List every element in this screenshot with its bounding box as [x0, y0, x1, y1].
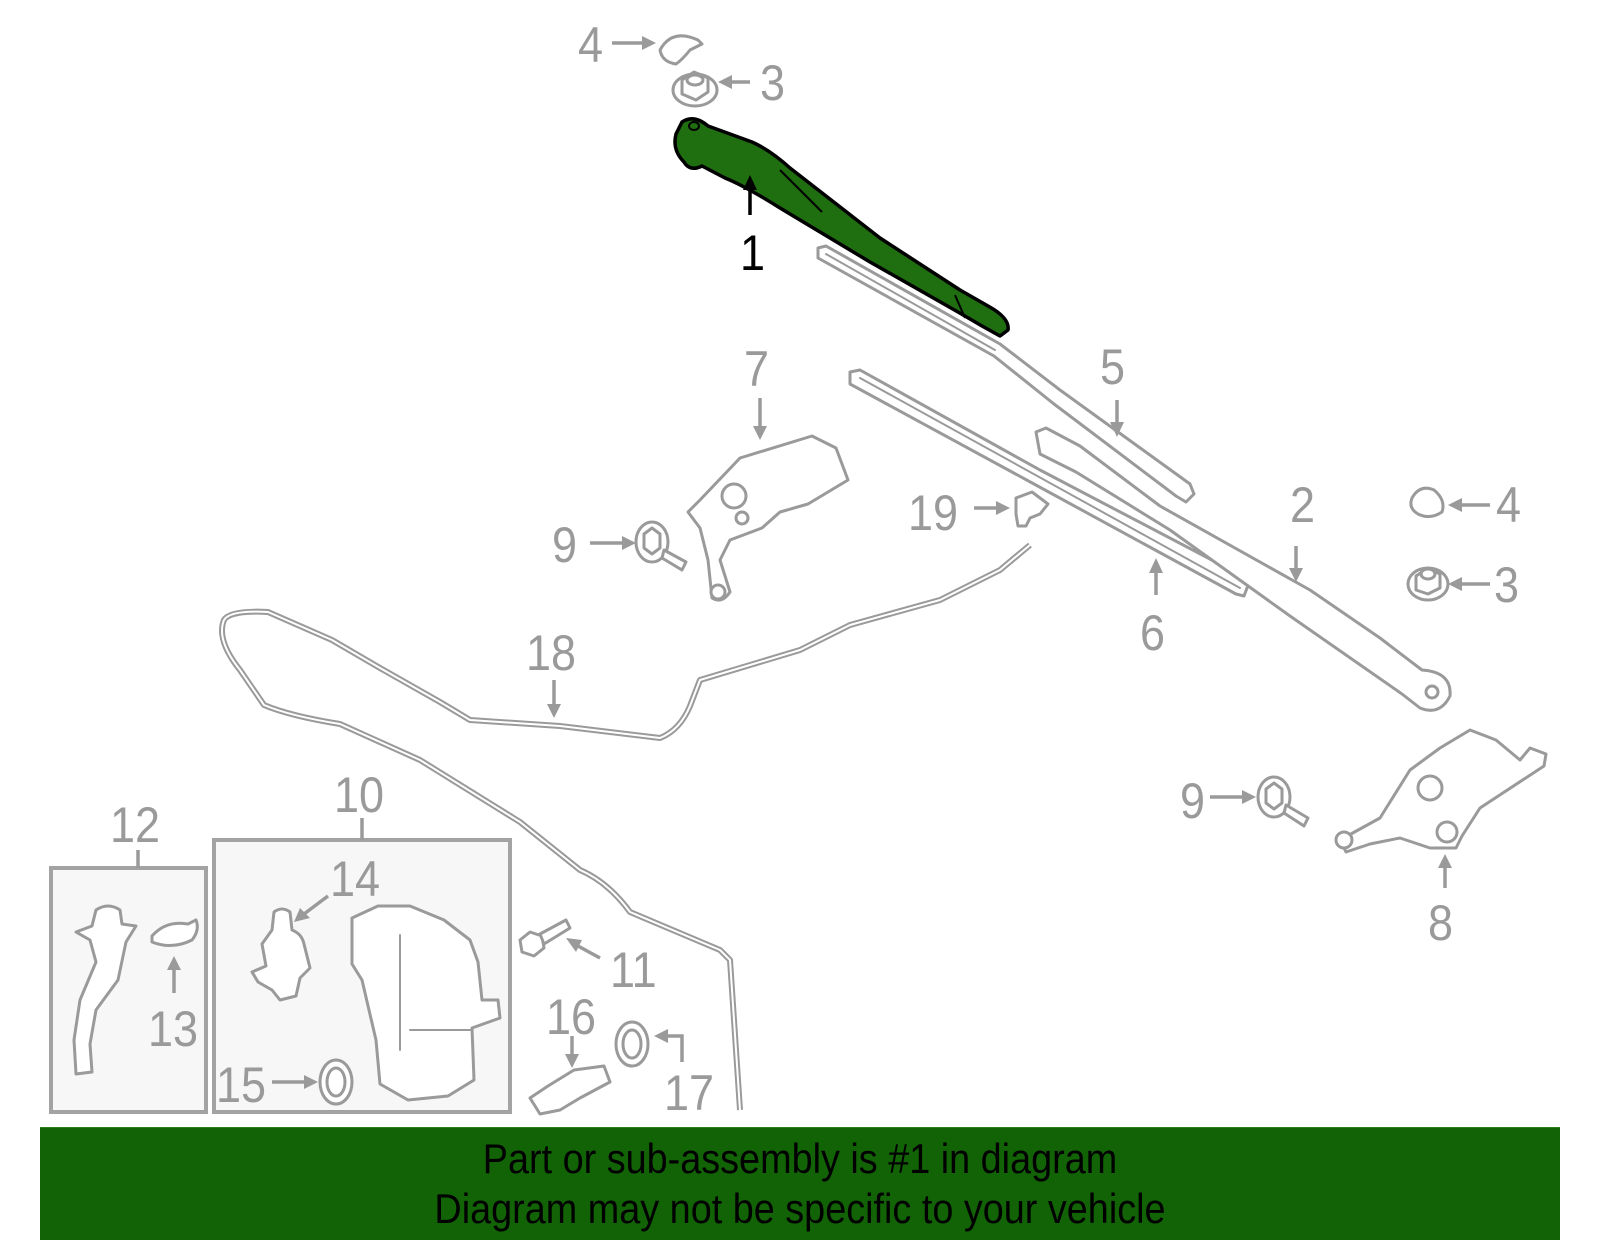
callout-2[interactable]: 2: [1290, 477, 1316, 533]
wiper-blade-6-icon[interactable]: [848, 368, 1252, 598]
washer-hose-icon[interactable]: [219, 542, 1032, 1111]
level-sensor-icon[interactable]: [528, 1064, 612, 1116]
notice-banner: Part or sub-assembly is #1 in diagram Di…: [40, 1127, 1560, 1240]
bolt-icon-right[interactable]: [1256, 775, 1310, 828]
callout-9-right[interactable]: 9: [1180, 773, 1206, 829]
banner-line-part: Part or sub-assembly is #1 in diagram: [482, 1135, 1118, 1182]
callout-12[interactable]: 12: [110, 797, 161, 853]
wiper-blade-5-icon[interactable]: [816, 244, 1196, 504]
nut-cap-icon-right[interactable]: [1409, 486, 1445, 519]
nut-icon[interactable]: [671, 70, 719, 108]
callout-5[interactable]: 5: [1100, 339, 1126, 395]
callout-3-top[interactable]: 3: [760, 55, 786, 111]
callout-10[interactable]: 10: [334, 767, 385, 823]
callout-3-right[interactable]: 3: [1494, 557, 1520, 613]
grommet-icon[interactable]: [318, 1058, 354, 1106]
callout-4-right[interactable]: 4: [1496, 477, 1522, 533]
grommet-icon-17[interactable]: [614, 1020, 650, 1068]
callout-19[interactable]: 19: [908, 485, 959, 541]
box-part-12: [49, 866, 208, 1114]
washer-reservoir-icon[interactable]: [350, 904, 502, 1102]
callout-18[interactable]: 18: [526, 625, 577, 681]
callout-8[interactable]: 8: [1428, 895, 1454, 951]
washer-pump-icon[interactable]: [250, 907, 312, 1002]
callout-17[interactable]: 17: [664, 1065, 715, 1121]
wiper-linkage-motor-icon[interactable]: [1334, 728, 1548, 854]
banner-line-disclaimer: Diagram may not be specific to your vehi…: [434, 1185, 1166, 1232]
nut-cap-icon[interactable]: [658, 34, 704, 66]
nut-icon-right[interactable]: [1406, 566, 1450, 602]
callout-15[interactable]: 15: [216, 1057, 267, 1113]
callout-14[interactable]: 14: [330, 851, 381, 907]
washer-nozzle-icon[interactable]: [1014, 490, 1050, 528]
filler-neck-icon[interactable]: [72, 904, 138, 1076]
callout-9-left[interactable]: 9: [552, 517, 578, 573]
bolt-icon[interactable]: [634, 520, 688, 572]
wiper-arm-2-icon[interactable]: [1034, 426, 1452, 712]
callout-13[interactable]: 13: [148, 1001, 199, 1057]
callout-6[interactable]: 6: [1140, 605, 1166, 661]
filler-cap-icon[interactable]: [150, 918, 199, 947]
wiper-motor-icon[interactable]: [686, 434, 850, 602]
callout-16[interactable]: 16: [546, 989, 597, 1045]
callout-11[interactable]: 11: [610, 942, 657, 998]
callout-7[interactable]: 7: [744, 341, 770, 397]
wiper-arm-highlighted-icon[interactable]: [673, 117, 1010, 338]
bolt-icon-11[interactable]: [518, 918, 572, 958]
callout-1[interactable]: 1: [740, 225, 766, 281]
callout-4-top[interactable]: 4: [578, 17, 604, 73]
